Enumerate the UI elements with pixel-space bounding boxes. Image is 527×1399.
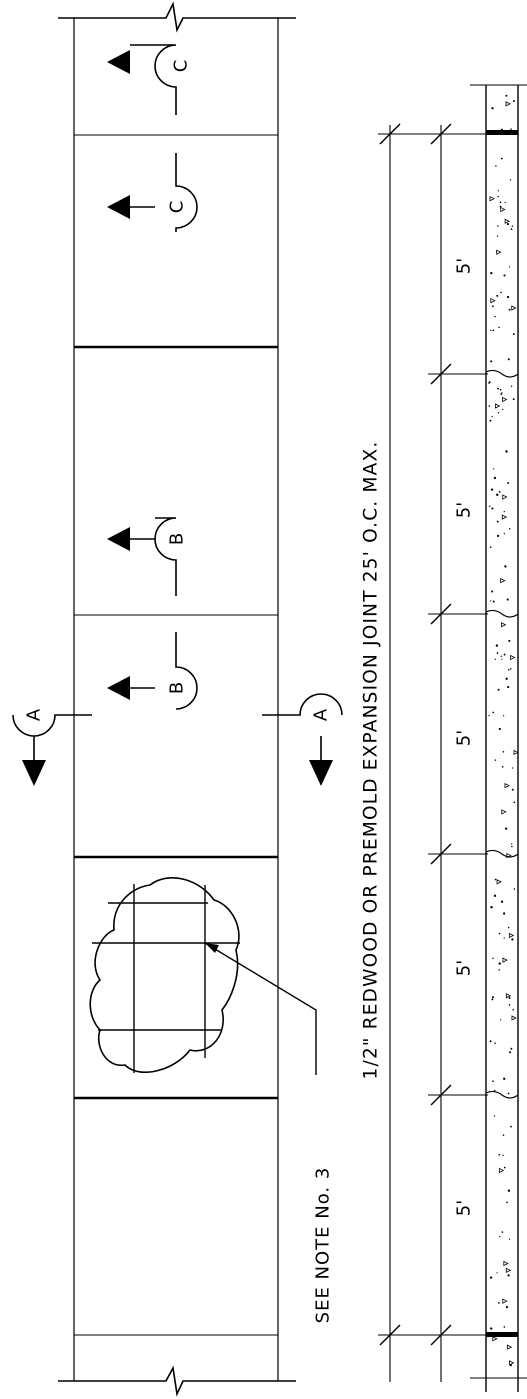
contraction-joint-mark [485,369,519,378]
sidewalk-plan-view: C C B B A A [12,1,343,1397]
dimension-label-5ft: 5' [454,730,475,746]
section-c-callout: C [107,153,198,232]
dimension-label-5ft: 5' [454,502,475,518]
expansion-joint-filler [486,130,518,135]
section-b-label: B [167,682,188,694]
section-c-label: C [167,201,188,214]
dimension-label-5ft: 5' [454,258,475,274]
section-b-label: B [167,533,188,545]
section-a-callout: A [262,693,343,786]
section-a-label: A [24,708,45,721]
concrete-aggregate-stipple [488,94,519,1367]
top-break-line [58,1,296,33]
concrete-section-strip [470,84,527,1392]
dimension-label-5ft: 5' [454,1200,475,1216]
expansion-joint-filler [486,1332,518,1337]
note-leader-arrow [205,943,219,953]
section-a-label: A [311,708,332,721]
section-c-callout: C [107,44,192,115]
dimension-label-5ft: 5' [454,960,475,976]
note-leader-line [204,942,317,1075]
bottom-break-line [58,1365,296,1397]
section-b-callout: B [107,632,198,710]
contraction-joint-mark [485,609,519,618]
dimension-lines [378,123,488,1382]
contraction-joint-mark [485,1090,519,1099]
expansion-joint-note: 1/2" REDWOOD OR PREMOLD EXPANSION JOINT … [361,441,382,1080]
section-b-callout: B [107,517,188,596]
section-a-callout: A [12,708,92,786]
section-c-label: C [171,60,192,73]
contraction-joint-mark [485,849,519,858]
see-note-label: SEE NOTE No. 3 [313,1167,334,1324]
reinforcement-mesh-cloud [89,877,240,1073]
